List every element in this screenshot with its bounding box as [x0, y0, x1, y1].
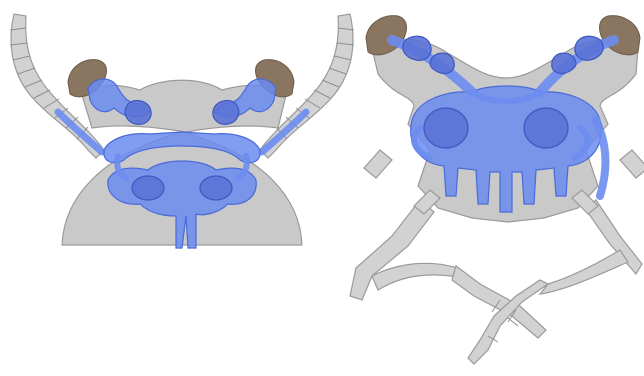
right-brain-ganglion: [213, 101, 239, 125]
left-brain-hemisphere: [424, 108, 468, 148]
left-panel: [10, 14, 354, 248]
left-brain-ganglion: [125, 101, 151, 125]
right-panel: [350, 16, 644, 364]
left-ventral-ganglion: [132, 176, 164, 200]
right-ventral-ganglion: [200, 176, 232, 200]
right-brain-hemisphere: [524, 108, 568, 148]
